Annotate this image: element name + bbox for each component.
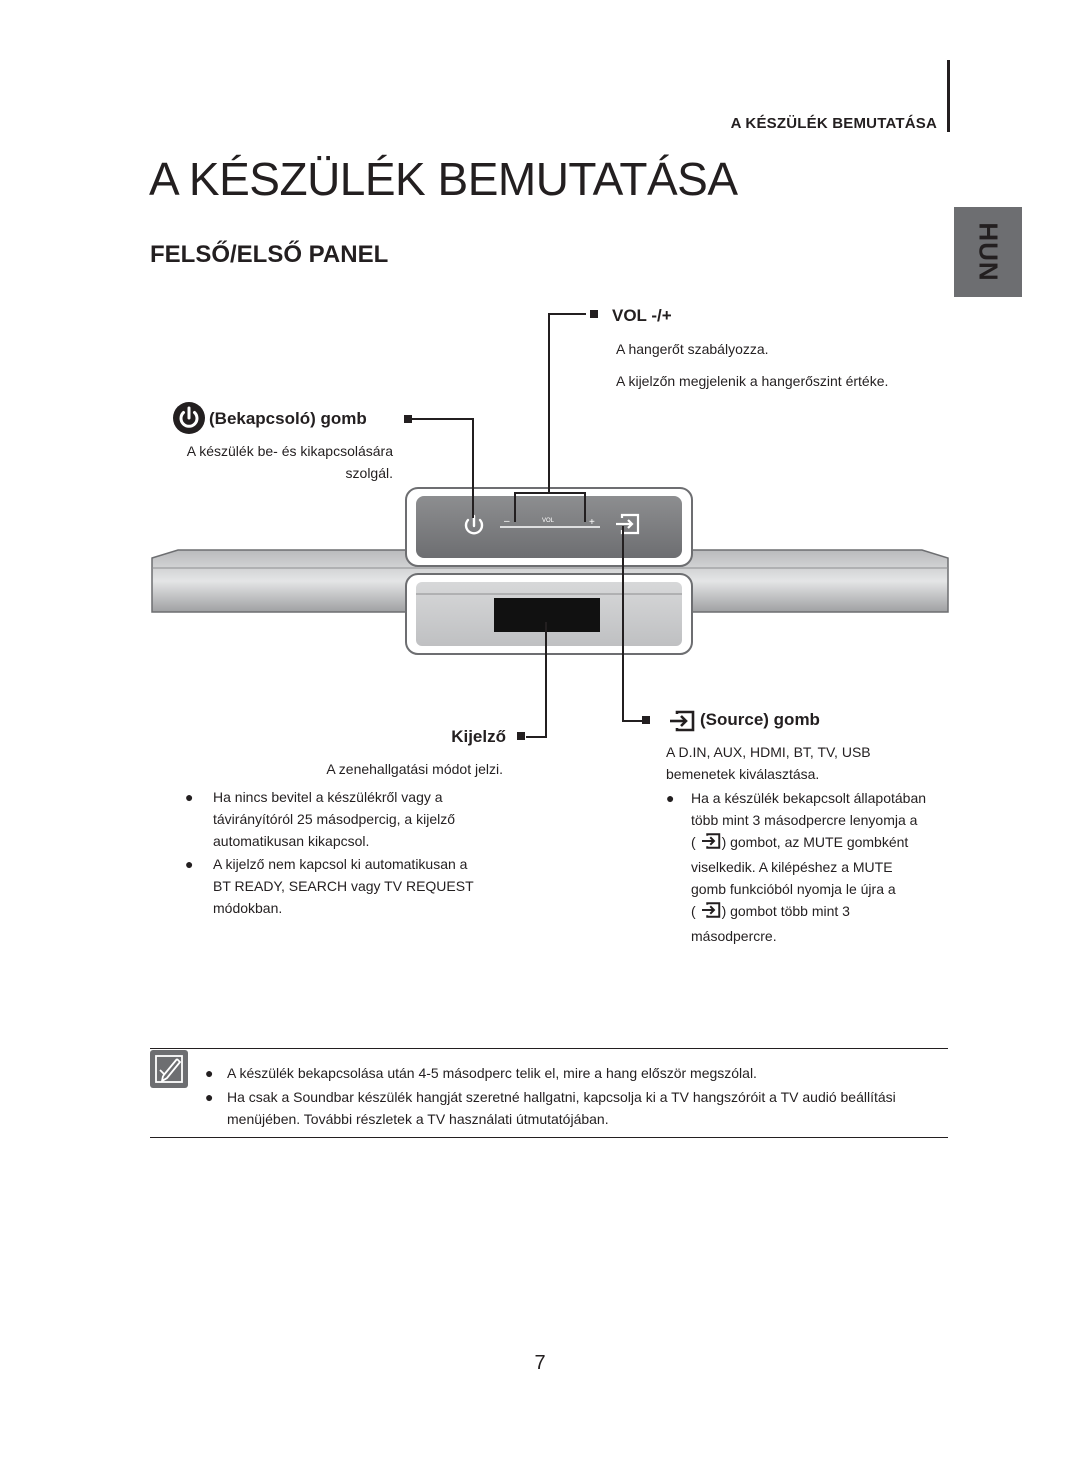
bullet-dot: ● — [185, 856, 194, 872]
vol-leader — [548, 313, 586, 315]
vol-label: VOL -/+ — [612, 306, 672, 325]
vol-bracket — [584, 492, 586, 522]
display-bullet-1-line: távirányítóról 25 másodpercig, a kijelző — [213, 811, 456, 827]
note-1: ● A készülék bekapcsolása után 4-5 másod… — [205, 1062, 950, 1084]
vol-bracket — [514, 492, 586, 494]
source-desc-1: A D.IN, AUX, HDMI, BT, TV, USB — [666, 744, 871, 760]
source-icon — [668, 709, 696, 733]
source-bullet-line: ( ) gombot, az MUTE gombként — [691, 831, 956, 856]
note-2-text: menüjében. További részletek a TV haszná… — [227, 1111, 609, 1127]
power-label: (Bekapcsoló) gomb — [209, 409, 367, 428]
language-tab-label: HUN — [973, 222, 1004, 282]
power-leader — [472, 418, 474, 518]
power-icon — [172, 401, 206, 435]
source-bullet-line: gomb funkcióból nyomja le újra a — [691, 881, 896, 897]
header-rule — [947, 60, 950, 132]
panel-power-icon — [464, 514, 484, 535]
source-bullet-line: Ha a készülék bekapcsolt állapotában — [691, 790, 927, 806]
language-tab: HUN — [954, 207, 1022, 297]
source-marker — [642, 716, 650, 724]
power-marker — [404, 415, 412, 423]
vol-desc-2: A kijelzőn megjelenik a hangerőszint ért… — [616, 373, 889, 389]
source-bullet-line: viselkedik. A kilépéshez a MUTE — [691, 859, 893, 875]
note-1-text: A készülék bekapcsolása után 4-5 másodpe… — [227, 1065, 757, 1081]
display-label: Kijelző — [451, 727, 506, 746]
power-leader — [412, 418, 474, 420]
device-vol-label: VOL — [542, 518, 555, 524]
device-minus-label: – — [504, 516, 510, 527]
vol-leader — [548, 313, 550, 493]
display-bullet-2-line: A kijelző nem kapcsol ki automatikusan a — [213, 856, 468, 872]
source-bullet-text: ) gombot, az MUTE gombként — [721, 834, 909, 850]
display-screen — [494, 598, 600, 632]
display-bullet-1-line: automatikusan kikapcsol. — [213, 833, 370, 849]
device-plus-label: + — [589, 517, 595, 528]
display-bullet-2-line: módokban. — [213, 900, 283, 916]
display-bullet-1-line: Ha nincs bevitel a készülékről vagy a — [213, 789, 443, 805]
page-title: A KÉSZÜLÉK BEMUTATÁSA — [149, 153, 738, 205]
display-bullet-2-line: BT READY, SEARCH vagy TV REQUEST — [213, 878, 474, 894]
source-bullet-line: másodpercre. — [691, 928, 777, 944]
soundbar-illustration: – VOL + — [151, 487, 949, 655]
front-panel-callout — [405, 573, 693, 655]
open-paren: ( — [691, 903, 696, 919]
source-bullet-line: ( ) gombot több mint 3 — [691, 900, 956, 925]
note-top-rule — [150, 1048, 948, 1049]
power-desc-1: A készülék be- és kikapcsolására — [186, 443, 393, 459]
page-number: 7 — [534, 1352, 546, 1374]
vol-desc-1: A hangerőt szabályozza. — [616, 341, 769, 357]
vol-bracket — [514, 492, 516, 522]
display-desc: A zenehallgatási módot jelzi. — [326, 761, 503, 777]
source-leader — [622, 526, 624, 722]
source-bullet-line: több mint 3 másodpercre lenyomja a — [691, 812, 918, 828]
source-icon — [700, 901, 722, 925]
note-2: ● Ha csak a Soundbar készülék hangját sz… — [205, 1086, 950, 1130]
display-bullet-2: ● A kijelző nem kapcsol ki automatikusan… — [185, 853, 505, 919]
note-bottom-rule — [150, 1137, 948, 1138]
display-leader — [526, 736, 547, 738]
source-label: (Source) gomb — [700, 710, 820, 729]
source-desc-2: bemenetek kiválasztása. — [666, 766, 820, 782]
note-pencil-icon — [150, 1050, 188, 1088]
bullet-dot: ● — [205, 1065, 214, 1081]
bullet-dot: ● — [666, 790, 675, 806]
bullet-dot: ● — [205, 1089, 214, 1105]
running-header: A KÉSZÜLÉK BEMUTATÁSA — [730, 115, 937, 132]
bullet-dot: ● — [185, 789, 194, 805]
source-bullet-text: ) gombot több mint 3 — [721, 903, 850, 919]
vol-marker — [590, 310, 598, 318]
display-bullet-1: ● Ha nincs bevitel a készülékről vagy a … — [185, 786, 505, 852]
section-title: FELSŐ/ELSŐ PANEL — [150, 241, 389, 268]
display-marker — [517, 732, 525, 740]
open-paren: ( — [691, 834, 696, 850]
display-leader — [545, 622, 547, 738]
source-icon — [700, 832, 722, 856]
source-leader — [622, 720, 642, 722]
source-bullet: ● Ha a készülék bekapcsolt állapotában t… — [666, 787, 956, 947]
power-desc-2: szolgál. — [345, 465, 393, 481]
note-2-text: Ha csak a Soundbar készülék hangját szer… — [227, 1089, 896, 1105]
